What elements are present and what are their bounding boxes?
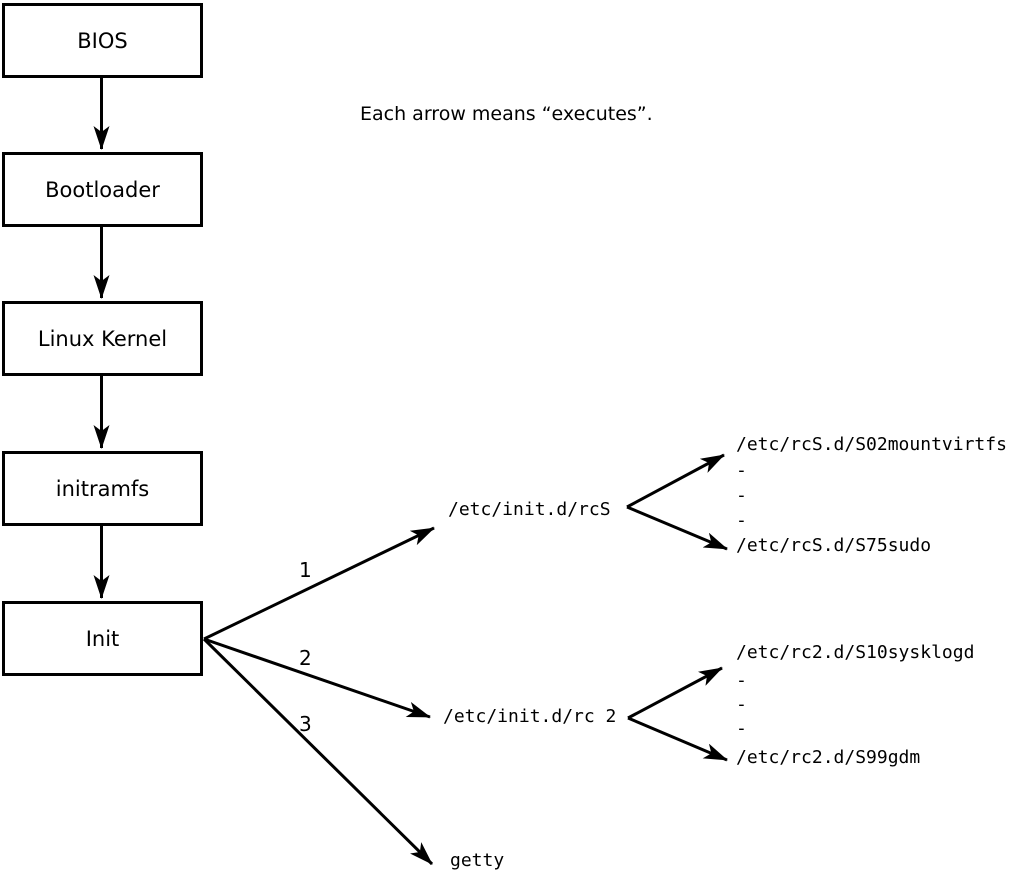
node-initramfs: initramfs	[2, 451, 203, 526]
rc2-ellipsis-dash: -	[736, 694, 747, 715]
target-init-d-rcs: /etc/init.d/rcS	[448, 499, 611, 520]
node-linux-kernel-label: Linux Kernel	[37, 326, 168, 351]
rc2-ellipsis-dash: -	[736, 718, 747, 739]
node-linux-kernel: Linux Kernel	[2, 301, 203, 376]
node-initramfs-label: initramfs	[55, 476, 150, 501]
arrow-init-rcs	[203, 526, 435, 641]
branch-number-2: 2	[299, 646, 312, 670]
arrow-init-getty	[202, 637, 434, 866]
arrow-init-rc2	[203, 637, 431, 719]
rcs-script-first: /etc/rcS.d/S02mountvirtfs	[736, 434, 1007, 455]
rcs-ellipsis-dash: -	[736, 485, 747, 506]
target-getty: getty	[450, 850, 505, 871]
rcs-script-last: /etc/rcS.d/S75sudo	[736, 535, 932, 556]
branch-number-1: 1	[299, 558, 312, 582]
node-bios: BIOS	[2, 3, 203, 78]
node-init: Init	[2, 601, 203, 676]
node-bootloader: Bootloader	[2, 152, 203, 227]
node-bootloader-label: Bootloader	[45, 177, 160, 202]
arrow-rcs-last	[626, 505, 728, 551]
node-init-label: Init	[85, 626, 120, 651]
legend-note: Each arrow means “executes”.	[360, 103, 653, 125]
arrow-rcs-first	[626, 453, 725, 509]
branch-number-3: 3	[299, 712, 312, 736]
node-bios-label: BIOS	[77, 28, 128, 53]
rcs-ellipsis-dash: -	[736, 460, 747, 481]
target-init-d-rc2: /etc/init.d/rc 2	[443, 706, 617, 727]
rc2-script-last: /etc/rc2.d/S99gdm	[736, 747, 921, 768]
rc2-script-first: /etc/rc2.d/S10sysklogd	[736, 642, 975, 663]
rcs-ellipsis-dash: -	[736, 510, 747, 531]
arrow-rc2-first	[627, 666, 723, 720]
arrow-rc2-last	[627, 716, 728, 762]
rc2-ellipsis-dash: -	[736, 670, 747, 691]
